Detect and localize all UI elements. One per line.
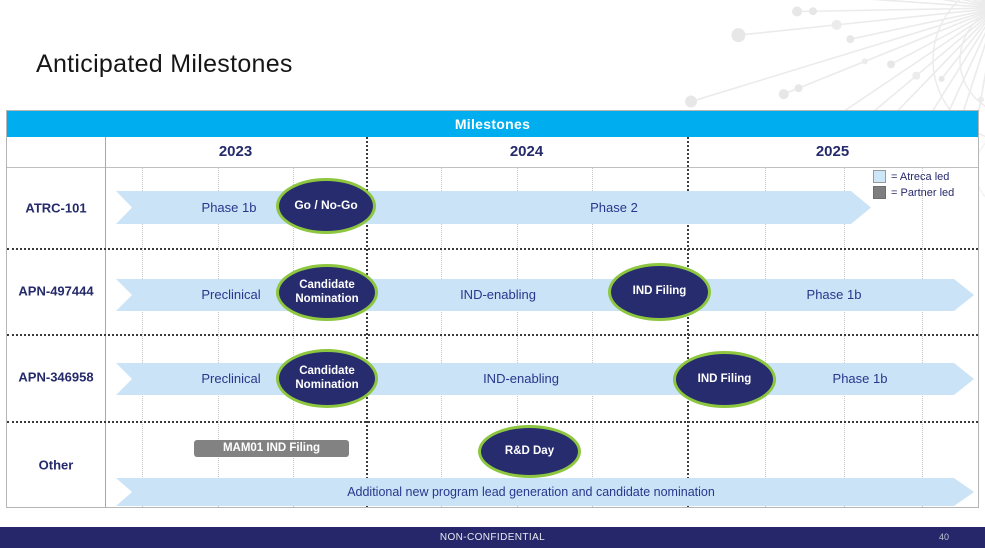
phase-label: IND-enabling <box>460 287 536 302</box>
page-number: 40 <box>938 532 949 542</box>
page-title: Anticipated Milestones <box>36 50 293 78</box>
confidentiality-label: NON-CONFIDENTIAL <box>439 532 546 543</box>
row-label-atrc-101: ATRC-101 <box>25 200 87 216</box>
year-row-border <box>7 167 978 168</box>
timeline-arrow-atrc-101 <box>116 191 871 224</box>
quarter-gridline <box>293 167 294 507</box>
timeline-arrow-apn-497444 <box>116 279 974 311</box>
quarter-gridline <box>844 167 845 507</box>
footer-bar: NON-CONFIDENTIAL 40 <box>0 527 985 548</box>
quarter-gridline <box>765 167 766 507</box>
milestone-oval-ind-filing: IND Filing <box>673 351 776 408</box>
row-separator <box>7 421 978 423</box>
milestones-table: Milestones 2023 2024 2025 = Atreca led =… <box>6 110 979 508</box>
quarter-gridline <box>517 167 518 507</box>
quarter-gridline <box>592 167 593 507</box>
milestone-oval-candidate-nomination: Candidate Nomination <box>276 349 378 408</box>
phase-label: Phase 1b <box>806 287 862 302</box>
phase-label: Phase 2 <box>590 200 638 215</box>
legend-label: = Atreca led <box>891 170 950 183</box>
label-column-divider <box>105 137 106 507</box>
timeline-arrow-apn-346958 <box>116 363 974 395</box>
milestone-oval-ind-filing: IND Filing <box>608 263 711 321</box>
quarter-gridline <box>218 167 219 507</box>
phase-label: Phase 1b <box>201 200 257 215</box>
row-separator <box>7 248 978 250</box>
phase-label: Additional new program lead generation a… <box>347 485 715 499</box>
milestone-oval-candidate-nomination: Candidate Nomination <box>276 264 378 321</box>
row-label-apn-346958: APN-346958 <box>18 369 94 385</box>
partner-led-bar-mam01-ind-filing: MAM01 IND Filing <box>194 440 349 457</box>
milestone-oval-rd-day: R&D Day <box>478 425 581 478</box>
year-header-2023: 2023 <box>218 143 253 160</box>
timeline-arrow-other <box>116 478 974 506</box>
quarter-gridline <box>142 167 143 507</box>
phase-label: IND-enabling <box>483 371 559 386</box>
row-label-other: Other <box>38 457 74 473</box>
phase-label: Phase 1b <box>832 371 888 386</box>
atreca-led-swatch <box>873 170 886 183</box>
year-divider-2024-2025 <box>687 137 689 507</box>
year-header-2024: 2024 <box>509 143 544 160</box>
legend-item-partner: = Partner led <box>873 186 954 199</box>
year-divider-2023-2024 <box>366 137 368 507</box>
partner-led-swatch <box>873 186 886 199</box>
quarter-gridline <box>441 167 442 507</box>
row-separator <box>7 334 978 336</box>
legend-label: = Partner led <box>891 186 955 199</box>
legend-item-atreca: = Atreca led <box>873 170 954 183</box>
legend: = Atreca led = Partner led <box>873 170 954 202</box>
quarter-gridline <box>922 167 923 507</box>
year-header-2025: 2025 <box>815 143 850 160</box>
row-label-apn-497444: APN-497444 <box>18 283 94 299</box>
milestone-oval-go-no-go: Go / No-Go <box>276 178 376 234</box>
phase-label: Preclinical <box>201 287 261 302</box>
table-header-bar: Milestones <box>7 111 978 137</box>
phase-label: Preclinical <box>201 371 261 386</box>
